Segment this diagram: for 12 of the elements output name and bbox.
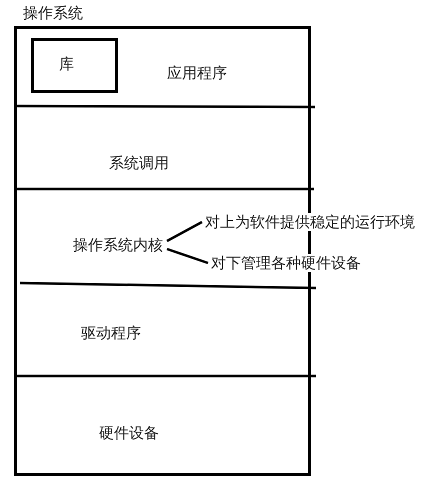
layer-label: 操作系统内核 [73,236,163,254]
layer-label: 应用程序 [167,64,227,82]
heading: 操作系统 [23,4,83,22]
connector-line [166,248,208,264]
note-text: 对上为软件提供稳定的运行环境 [205,213,415,231]
library-box [31,38,118,93]
layer-label: 驱动程序 [81,324,141,342]
layer-label: 硬件设备 [99,424,159,442]
connector-line [166,220,203,242]
note-text: 对下管理各种硬件设备 [211,254,361,272]
layer-label: 库 [59,55,74,73]
layer-label: 系统调用 [109,154,169,172]
